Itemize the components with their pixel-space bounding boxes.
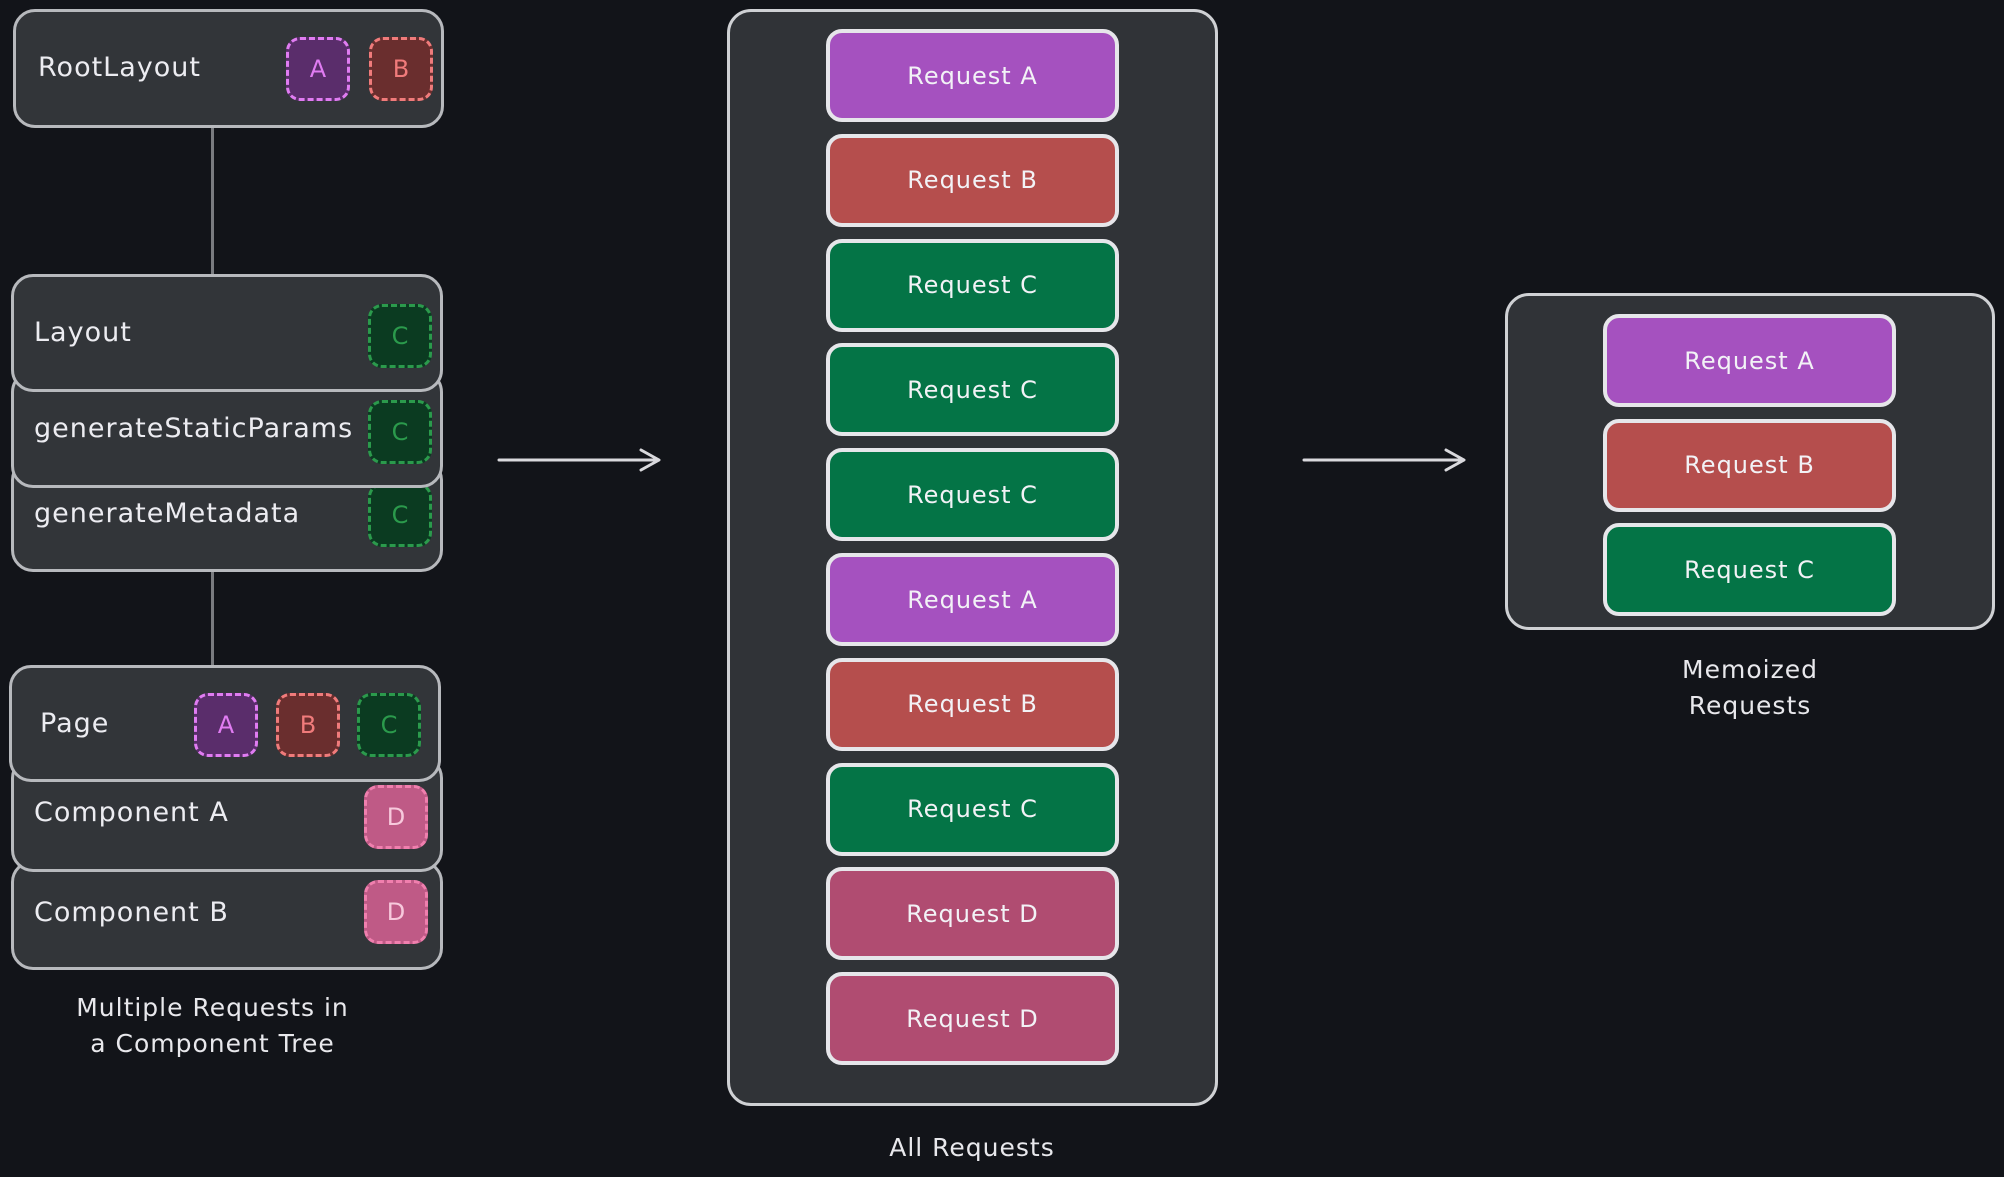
tree-connector-layout-page	[211, 570, 214, 670]
badge-c: C	[368, 483, 432, 547]
component-a-label: Component A	[34, 797, 229, 828]
all-request-b: Request B	[826, 133, 1119, 227]
page-label: Page	[40, 708, 110, 739]
tree-connector-root-layout	[211, 128, 214, 276]
layout-label: Layout	[34, 317, 132, 348]
root-layout-node: RootLayout A B	[13, 9, 444, 128]
generate-static-params-label: generateStaticParams	[34, 413, 354, 444]
badge-b: B	[276, 693, 340, 757]
memoized-caption: Memoized Requests	[1682, 655, 1818, 720]
badge-b: B	[369, 37, 433, 101]
all-request-c: Request C	[826, 762, 1119, 856]
badge-a: A	[194, 693, 258, 757]
memoized-request-c: Request C	[1603, 523, 1896, 616]
all-request-c: Request C	[826, 343, 1119, 437]
arrow-right-icon	[1302, 448, 1466, 472]
layout-node: Layout C	[11, 274, 443, 392]
all-request-b: Request B	[826, 657, 1119, 751]
page-node: Page A B C	[9, 665, 441, 782]
all-request-d: Request D	[826, 972, 1119, 1066]
root-layout-label: RootLayout	[38, 52, 201, 83]
badge-d: D	[364, 880, 428, 944]
badge-c: C	[368, 400, 432, 464]
badge-c: C	[368, 304, 432, 368]
badge-a: A	[286, 37, 350, 101]
tree-caption: Multiple Requests in a Component Tree	[76, 993, 349, 1058]
all-request-c: Request C	[826, 448, 1119, 542]
all-request-a: Request A	[826, 29, 1119, 122]
all-request-c: Request C	[826, 238, 1119, 332]
arrow-right-icon	[497, 448, 661, 472]
badge-c: C	[357, 693, 421, 757]
all-request-d: Request D	[826, 867, 1119, 961]
memoized-request-a: Request A	[1603, 314, 1896, 407]
all-requests-caption: All Requests	[889, 1133, 1055, 1162]
badge-d: D	[364, 785, 428, 849]
component-b-node: Component B D	[11, 860, 443, 970]
memoized-request-b: Request B	[1603, 418, 1896, 512]
component-b-label: Component B	[34, 897, 229, 928]
generate-metadata-label: generateMetadata	[34, 498, 301, 529]
all-request-a: Request A	[826, 553, 1119, 646]
